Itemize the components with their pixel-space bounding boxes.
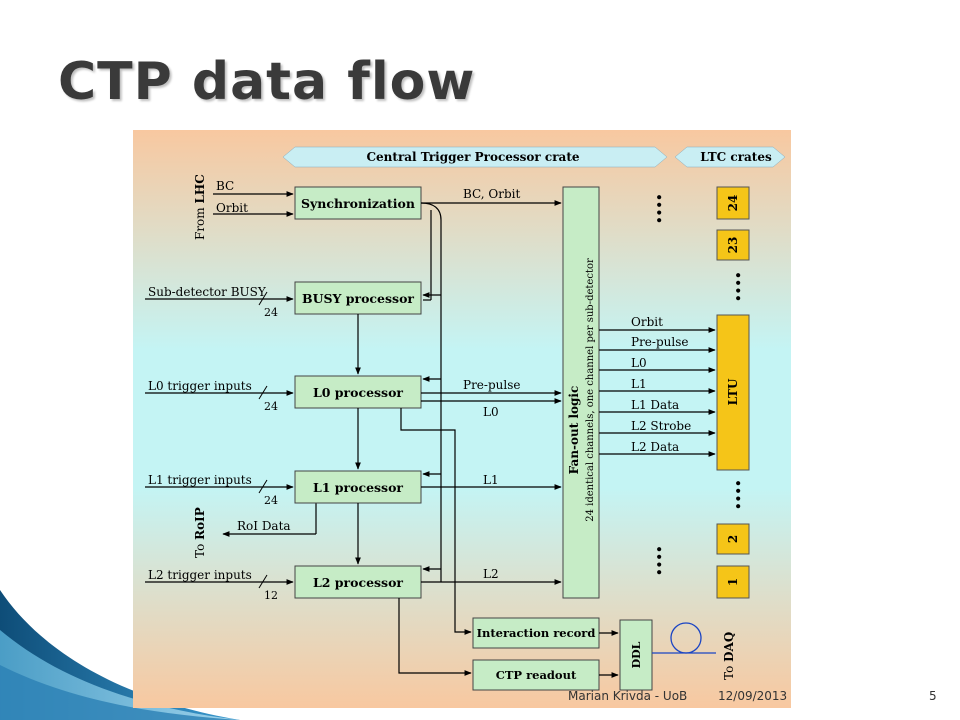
ellipsis-dots-upper-right: .... bbox=[720, 271, 746, 302]
ltc-crate-2 bbox=[716, 523, 750, 555]
input-l1-count: 24 bbox=[264, 494, 278, 507]
footer-date: 12/09/2013 bbox=[718, 689, 788, 703]
ltu-signal-l1-data: L1 Data bbox=[631, 398, 679, 412]
l0-signal-label: L0 bbox=[483, 405, 499, 419]
ltc-crate-1-label: 1 bbox=[726, 578, 740, 586]
decorative-wave bbox=[0, 590, 240, 720]
input-busy-count: 24 bbox=[264, 306, 278, 319]
to-roip-label: To RoIP bbox=[193, 507, 207, 558]
to-daq-label: To DAQ bbox=[722, 632, 736, 680]
l2-processor-label: L2 processor bbox=[313, 575, 403, 590]
ltc-crates-banner bbox=[674, 146, 786, 168]
fanout-logic-subtitle: 24 identical channels, one channel per s… bbox=[585, 258, 596, 522]
ddl-box bbox=[619, 619, 653, 691]
from-lhc-label: From LHC bbox=[193, 174, 207, 240]
l1-signal-label: L1 bbox=[483, 473, 499, 487]
input-l0-count: 24 bbox=[264, 400, 278, 413]
ltc-crate-24-label: 24 bbox=[726, 195, 740, 212]
ltu-signal-orbit: Orbit bbox=[631, 315, 663, 329]
ellipsis-dots-lower-right: .... bbox=[720, 479, 746, 510]
interaction-record-box bbox=[472, 617, 600, 649]
ltu-signal-l0: L0 bbox=[631, 356, 647, 370]
ltu-signal-l1: L1 bbox=[631, 377, 647, 391]
ctp-readout-label: CTP readout bbox=[496, 668, 577, 682]
input-l0-label: L0 trigger inputs bbox=[148, 379, 252, 393]
ltu-signal-lines bbox=[599, 327, 716, 457]
roi-data-label: RoI Data bbox=[237, 519, 291, 533]
input-l2-label: L2 trigger inputs bbox=[148, 568, 252, 582]
ltc-crate-2-label: 2 bbox=[726, 535, 740, 543]
busy-processor-box bbox=[294, 281, 422, 315]
input-l1-label: L1 trigger inputs bbox=[148, 473, 252, 487]
bc-orbit-signal-label: BC, Orbit bbox=[463, 187, 521, 201]
ellipsis-dots-lower-left: .... bbox=[641, 545, 667, 576]
busy-processor-label: BUSY processor bbox=[302, 291, 414, 306]
ctp-crate-banner bbox=[282, 146, 668, 168]
ctp-dataflow-diagram: Central Trigger Processor crate LTC crat… bbox=[133, 130, 791, 708]
ddl-label: DDL bbox=[630, 641, 643, 668]
footer-author: Marian Krivda - UoB bbox=[568, 689, 688, 703]
ltc-crate-24 bbox=[716, 186, 750, 220]
fanout-logic-box bbox=[562, 186, 600, 599]
slide-title: CTP data flow bbox=[58, 52, 476, 112]
input-orbit-label: Orbit bbox=[216, 201, 248, 215]
synchronization-label: Synchronization bbox=[301, 196, 415, 211]
l2-processor-box bbox=[294, 565, 422, 599]
ltu-label: LTU bbox=[726, 378, 740, 405]
ltc-crate-23-label: 23 bbox=[726, 237, 740, 254]
l1-processor-label: L1 processor bbox=[313, 480, 403, 495]
l0-processor-box bbox=[294, 375, 422, 409]
ltu-signal-l2-strobe: L2 Strobe bbox=[631, 419, 691, 433]
ltc-crates-banner-label: LTC crates bbox=[700, 150, 772, 164]
ltu-signal-prepulse: Pre-pulse bbox=[631, 335, 688, 349]
l2-signal-label: L2 bbox=[483, 567, 499, 581]
fanout-logic-title: Fan-out logic bbox=[567, 386, 581, 475]
prepulse-signal-label: Pre-pulse bbox=[463, 378, 520, 392]
interaction-record-label: Interaction record bbox=[477, 626, 596, 640]
ltu-box bbox=[716, 314, 750, 471]
ctp-readout-box bbox=[472, 659, 600, 691]
ctp-crate-banner-label: Central Trigger Processor crate bbox=[366, 150, 579, 164]
l0-processor-label: L0 processor bbox=[313, 385, 403, 400]
footer-page-number: 5 bbox=[929, 689, 937, 703]
ellipsis-dots-upper-left: .... bbox=[641, 193, 667, 224]
input-busy-label: Sub-detector BUSY bbox=[148, 285, 267, 299]
ltc-crate-23 bbox=[716, 229, 750, 261]
diagram-background bbox=[133, 130, 791, 708]
ltc-crate-1 bbox=[716, 565, 750, 599]
ltu-signal-l2-data: L2 Data bbox=[631, 440, 679, 454]
input-bc-label: BC bbox=[216, 179, 234, 193]
input-l2-count: 12 bbox=[264, 589, 278, 602]
